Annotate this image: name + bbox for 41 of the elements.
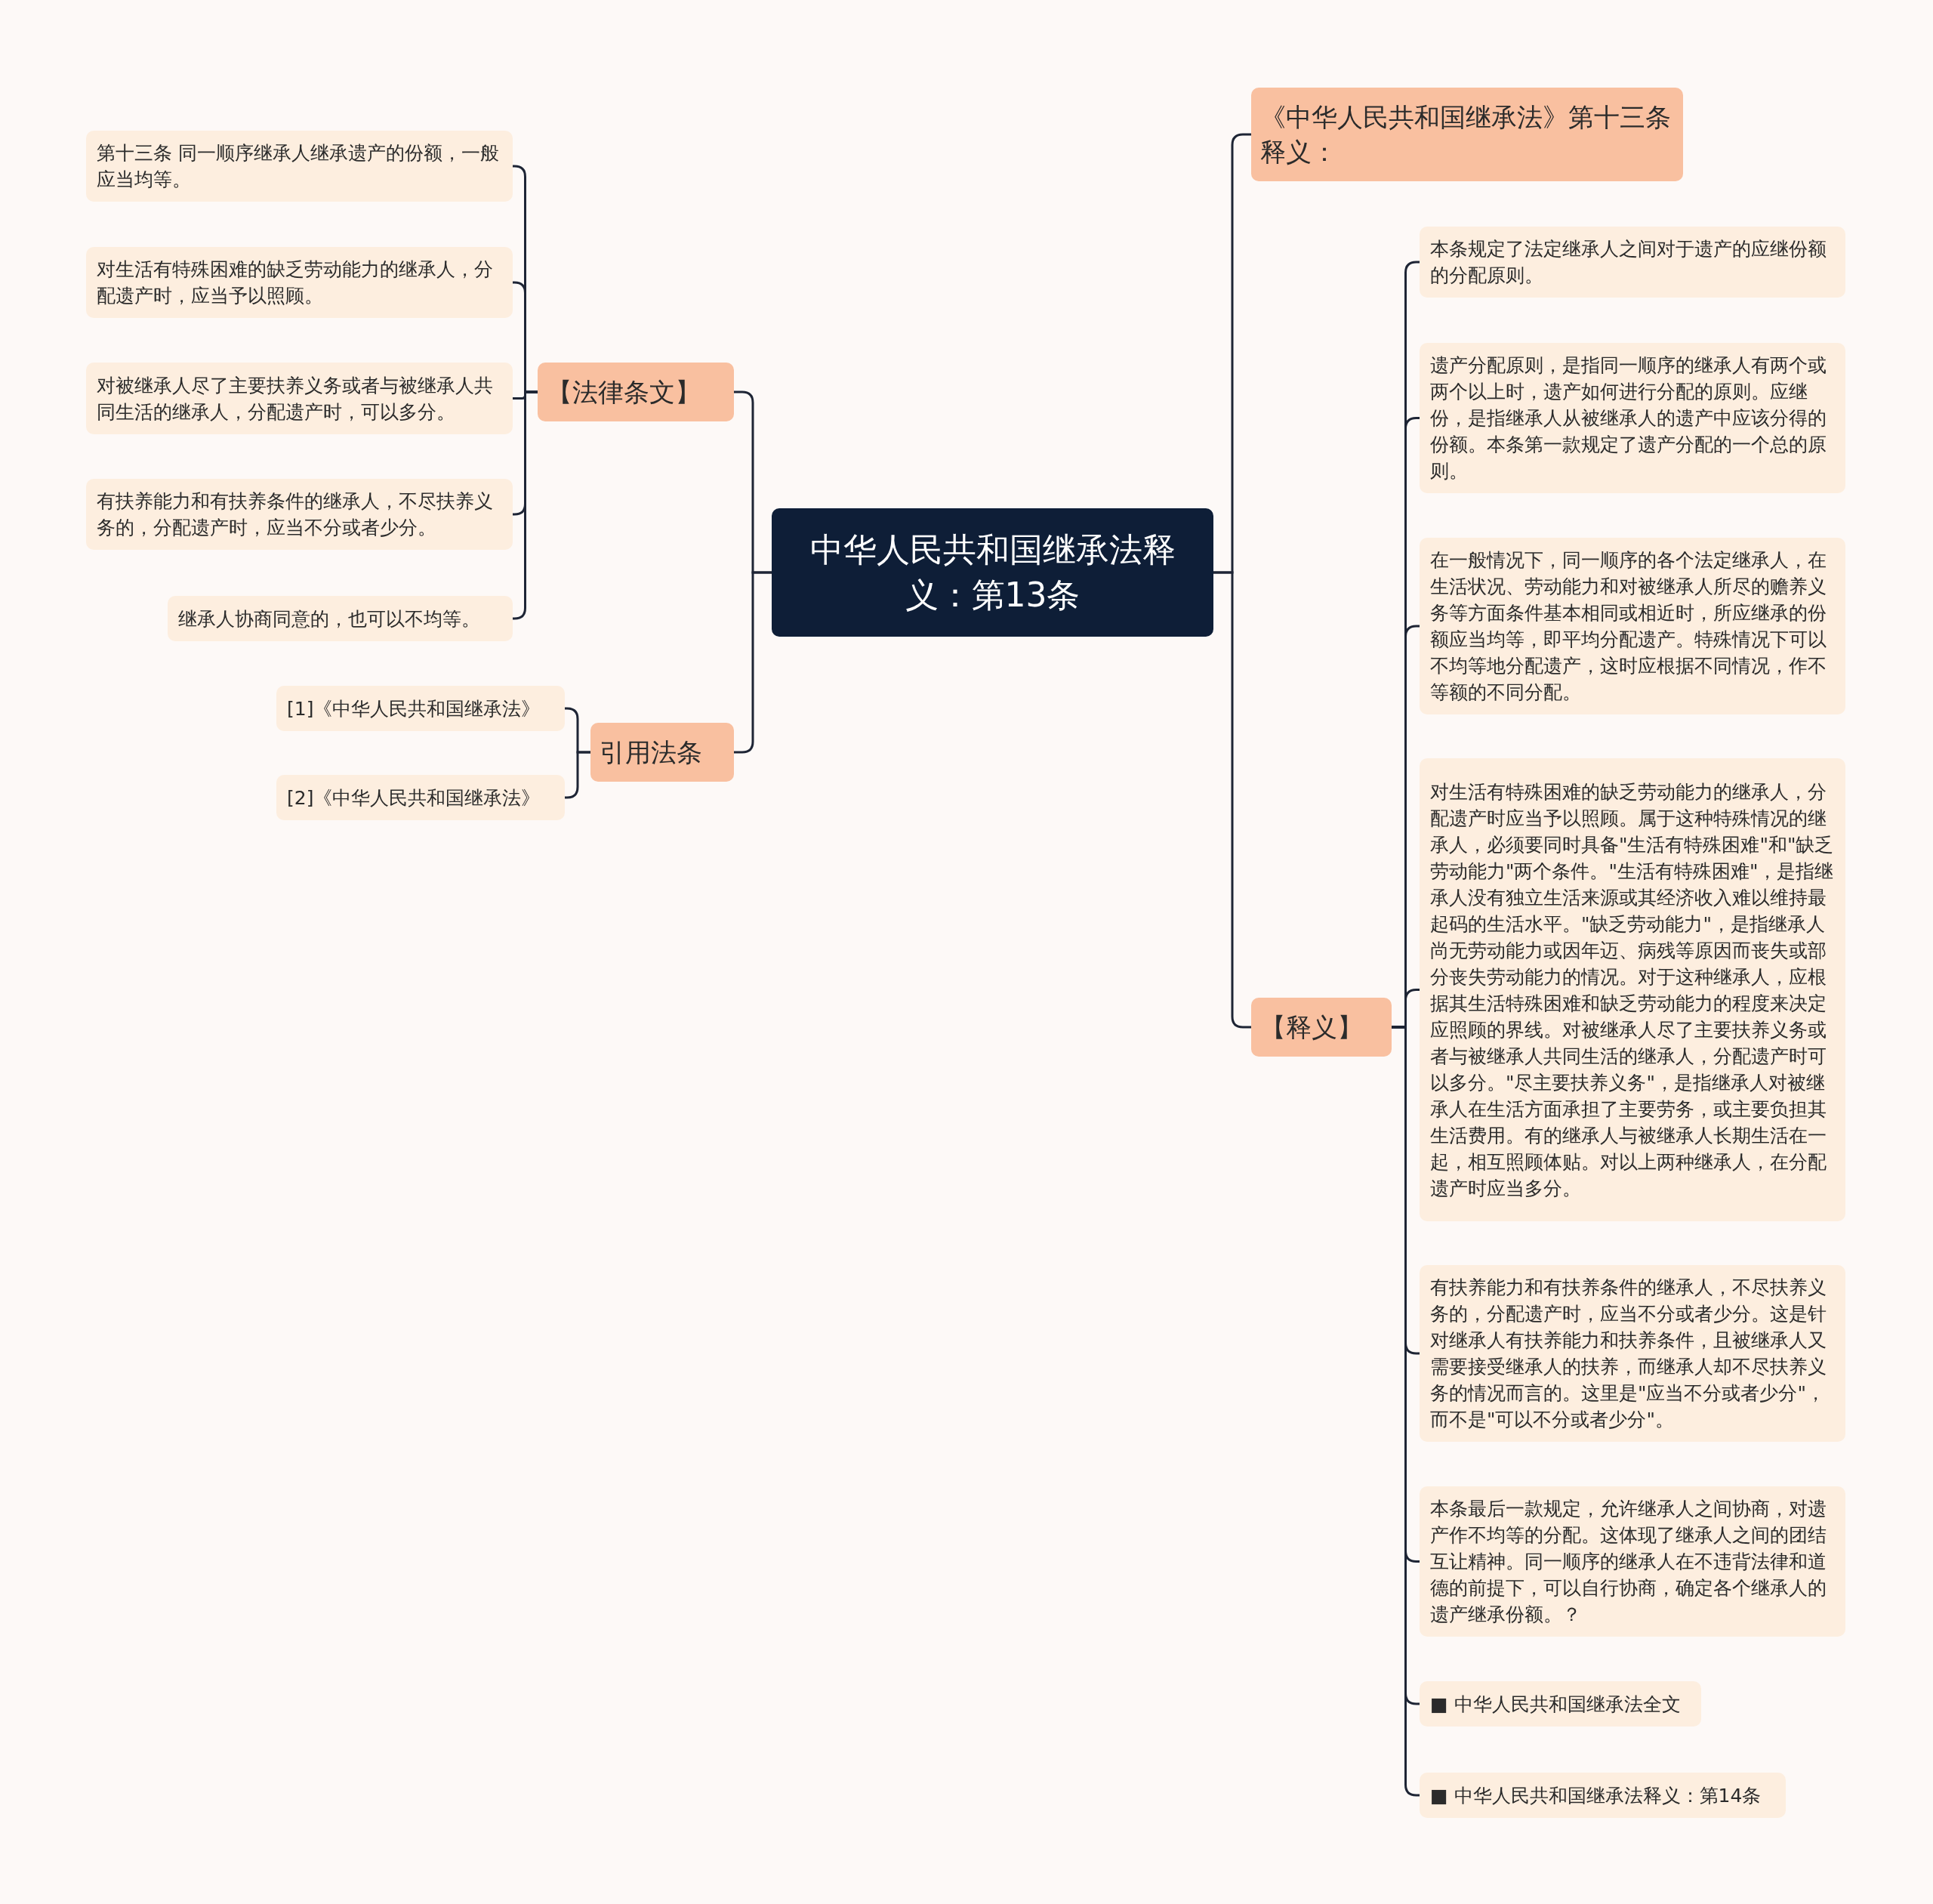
topic-text: 在一般情况下，同一顺序的各个法定继承人，在生活状况、劳动能力和对被继承人所尽的赡养义务等方面条件基本相同或相近时，所应继承的份额应当均等，即平均分配遗产。特殊情况下可以不均等地分配遗产，这时应根据不同情况，作不等额的不同分配。 — [1430, 548, 1827, 705]
leaf-topic — [276, 775, 565, 820]
branch-topic — [1251, 88, 1683, 181]
leaf-topic — [86, 479, 513, 550]
branch-topic — [538, 363, 734, 421]
leaf-topic — [86, 247, 513, 318]
leaf-topic — [1420, 343, 1845, 493]
topic-text: 继承人协商同意的，也可以不均等。 — [178, 606, 480, 631]
topic-text: [2]《中华人民共和国继承法》 — [287, 785, 541, 810]
topic-text: 第十三条 同一顺序继承人继承遗产的份额，一般应当均等。 — [97, 141, 500, 192]
topic-text: 《中华人民共和国继承法》第十三条释义： — [1260, 101, 1672, 168]
topic-text: 有扶养能力和有扶养条件的继承人，不尽扶养义务的，分配遗产时，应当不分或者少分。 — [97, 489, 494, 540]
leaf-topic — [1420, 1265, 1845, 1442]
leaf-topic — [1420, 1681, 1701, 1727]
topic-text: 本条规定了法定继承人之间对于遗产的应继份额的分配原则。 — [1430, 237, 1827, 288]
branch-topic — [1251, 998, 1392, 1057]
leaf-topic — [1420, 1486, 1845, 1637]
topic-text: 中华人民共和国继承法释义：第13条 — [809, 529, 1176, 616]
topic-text: ■ 中华人民共和国继承法释义：第14条 — [1430, 1783, 1762, 1808]
connector — [1213, 571, 1251, 1029]
leaf-topic — [1420, 1773, 1786, 1818]
topic-text: 对被继承人尽了主要扶养义务或者与被继承人共同生活的继承人，分配遗产时，可以多分。 — [97, 373, 494, 424]
central-topic — [772, 508, 1213, 637]
leaf-topic — [86, 131, 513, 202]
connector — [734, 571, 772, 754]
topic-text: 对生活有特殊困难的缺乏劳动能力的继承人，分配遗产时应当予以照顾。属于这种特殊情况的继承人，必须要同时具备"生活有特殊困难"和"缺乏劳动能力"两个条件。"生活有特殊困难"，是指继承人没有独立生活来源或其经济收入难以维持最起码的生活水平。"缺乏劳动能力"，是指继承人尚无劳动能力或因年迈、病残等原因而丧失或部分丧失劳动能力的情况。对于这种继承人，应根据其生活特殊困难和缺乏劳动能力的程度来决定应照顾的界线。对被继承人尽了主要扶养义务或者与被继承人共同生活的继承人，分配遗产时可以多分。"尽主要扶养义务"，是指继承人对被继承人在生活方面承担了主要劳务，或主要负担其生活费用。有的继承人与被继承人长期生活在一起，相互照顾体贴。对以上两种继承人，在分配遗产时应当多分。 — [1430, 779, 1835, 1201]
topic-text: 引用法条 — [600, 736, 702, 769]
topic-text: 遗产分配原则，是指同一顺序的继承人有两个或两个以上时，遗产如何进行分配的原则。应继份，是指继承人从被继承人的遗产中应该分得的份额。本条第一款规定了遗产分配的一个总的原则。 — [1430, 353, 1827, 483]
leaf-topic — [1420, 227, 1845, 298]
topic-text: ■ 中华人民共和国继承法全文 — [1430, 1692, 1681, 1717]
leaf-topic — [1420, 538, 1845, 714]
topic-text: 【法律条文】 — [547, 376, 701, 409]
topic-text: [1]《中华人民共和国继承法》 — [287, 696, 541, 721]
topic-text: 对生活有特殊困难的缺乏劳动能力的继承人，分配遗产时，应当予以照顾。 — [97, 258, 494, 308]
topic-text: 有扶养能力和有扶养条件的继承人，不尽扶养义务的，分配遗产时，应当不分或者少分。这是针对继承人有扶养能力和扶养条件，且被继承人又需要接受继承人的扶养，而继承人却不尽扶养义务的情况而言的。这里是"应当不分或者少分"，而不是"可以不分或者少分"。 — [1430, 1276, 1827, 1432]
topic-text: 本条最后一款规定，允许继承人之间协商，对遗产作不均等的分配。这体现了继承人之间的团结互让精神。同一顺序的继承人在不违背法律和道德的前提下，可以自行协商，确定各个继承人的遗产继承份额。？ — [1430, 1497, 1827, 1627]
leaf-topic — [168, 596, 513, 641]
branch-topic — [590, 723, 734, 782]
leaf-topic — [86, 363, 513, 434]
leaf-topic — [276, 686, 565, 731]
topic-text: 【释义】 — [1260, 1011, 1363, 1044]
